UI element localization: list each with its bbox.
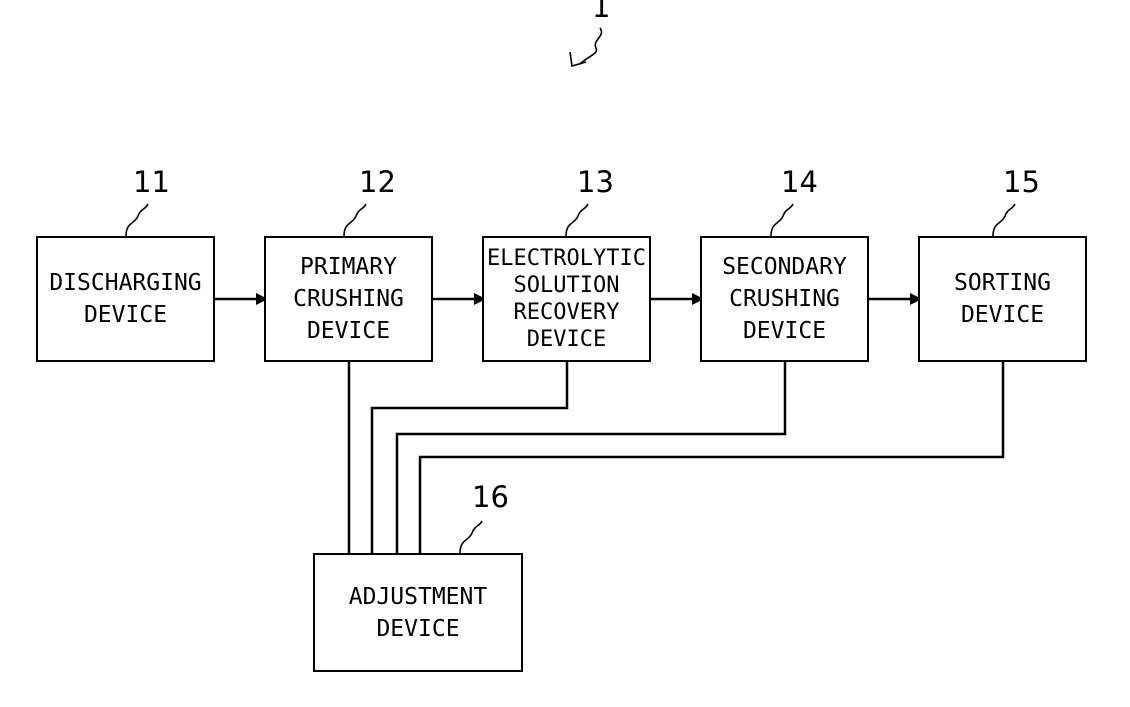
figure-ref-number: 1 xyxy=(592,0,610,22)
ref-label-15: 15 xyxy=(1003,167,1040,197)
device-label-line: SOLUTION xyxy=(514,272,620,299)
link-15-to-16 xyxy=(420,362,1003,553)
device-label-line: DEVICE xyxy=(307,315,390,347)
device-label-line: CRUSHING xyxy=(293,283,404,315)
device-label-line: DEVICE xyxy=(84,299,167,331)
ref-label-14: 14 xyxy=(781,167,818,197)
adjustment-device-box: ADJUSTMENT DEVICE xyxy=(313,553,523,672)
device-label-line: DEVICE xyxy=(961,299,1044,331)
device-label-line: ELECTROLYTIC xyxy=(487,245,646,272)
ref-label-16: 16 xyxy=(472,482,509,512)
device-label-line: ADJUSTMENT xyxy=(349,581,487,613)
device-label-line: DEVICE xyxy=(743,315,826,347)
device-label-line: CRUSHING xyxy=(729,283,840,315)
device-label-line: RECOVERY xyxy=(514,299,620,326)
sorting-device-box: SORTING DEVICE xyxy=(918,236,1087,362)
ref-label-12: 12 xyxy=(359,167,396,197)
device-label-line: DEVICE xyxy=(527,326,606,353)
secondary-crushing-device-box: SECONDARY CRUSHING DEVICE xyxy=(700,236,869,362)
device-label-line: DEVICE xyxy=(376,613,459,645)
electrolytic-solution-recovery-device-box: ELECTROLYTIC SOLUTION RECOVERY DEVICE xyxy=(482,236,651,362)
leader-16 xyxy=(460,521,482,553)
figure-ref-arrowhead xyxy=(570,52,586,66)
leader-12 xyxy=(344,204,366,236)
device-label-line: SORTING xyxy=(954,267,1051,299)
figure-ref-leader xyxy=(580,28,602,64)
device-label-line: DISCHARGING xyxy=(49,267,201,299)
leader-15 xyxy=(993,204,1015,236)
leader-11 xyxy=(126,204,148,236)
leader-14 xyxy=(771,204,793,236)
ref-label-13: 13 xyxy=(577,167,614,197)
ref-label-11: 11 xyxy=(133,167,170,197)
primary-crushing-device-box: PRIMARY CRUSHING DEVICE xyxy=(264,236,433,362)
device-label-line: PRIMARY xyxy=(300,251,397,283)
leader-13 xyxy=(566,204,588,236)
discharging-device-box: DISCHARGING DEVICE xyxy=(36,236,215,362)
device-label-line: SECONDARY xyxy=(722,251,847,283)
